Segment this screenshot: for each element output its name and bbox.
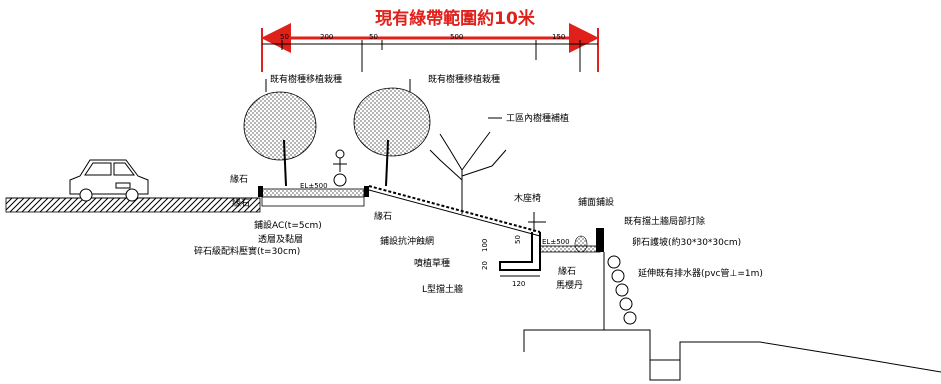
boulder-group — [607, 255, 637, 325]
dim-label-4: 500 — [450, 33, 463, 41]
label-gravel-base: 碎石級配料壓實(t=30cm) — [194, 245, 300, 257]
label-erosion-net: 鋪設抗沖蝕網 — [380, 235, 434, 247]
dim-50: 50 — [514, 235, 522, 244]
tree-icon — [243, 91, 317, 187]
label-l-wall: L型擋土牆 — [422, 283, 463, 295]
label-curb-right: 緣石 — [558, 265, 576, 277]
bare-tree-icon — [429, 131, 507, 214]
gravel-base-layer — [261, 196, 365, 207]
curb-left — [258, 186, 263, 197]
car-icon — [69, 159, 149, 202]
label-paving: 鋪面鋪設 — [578, 196, 614, 208]
shrub-icon — [574, 235, 588, 253]
dim-100: 100 — [481, 239, 489, 252]
label-tree-transplant-left: 既有樹種移植栽種 — [270, 73, 342, 85]
l-retaining-wall — [499, 232, 541, 271]
dim-label-3: 50 — [369, 33, 378, 41]
tree-icon — [353, 87, 431, 187]
label-rock-slope: 卵石護坡(約30*30*30cm) — [632, 236, 741, 248]
dim-label-1: 50 — [280, 33, 289, 41]
paving-surface — [539, 245, 601, 253]
label-wall-remove: 既有擋土牆局部打除 — [624, 215, 705, 227]
label-prime-tack: 透層及黏層 — [258, 233, 303, 245]
wall-top-removed — [596, 228, 604, 252]
label-tree-transplant-right: 既有樹種移植栽種 — [428, 73, 500, 85]
channel-footing — [649, 360, 681, 381]
channel-bed — [523, 329, 941, 373]
label-curb-left-bottom: 緣石 — [232, 197, 250, 209]
label-hydroseeding: 噴植草種 — [414, 257, 450, 269]
label-horse-hoof: 馬櫻丹 — [556, 279, 583, 291]
bench-icon — [528, 212, 546, 232]
slope-erosion-net — [368, 185, 541, 233]
label-drain-extend: 延伸既有排水器(pvc管⊥=1m) — [638, 267, 763, 279]
rock-slope-back — [603, 252, 650, 331]
dim-label-2: 200 — [320, 33, 333, 41]
label-paving-ac: 鋪設AC(t=5cm) — [254, 219, 322, 231]
label-curb-mid: 緣石 — [374, 210, 392, 222]
range-title: 現有綠帶範圍約10米 — [375, 8, 536, 29]
el-left-label: EL±500 — [300, 182, 328, 190]
cyclist-icon — [333, 149, 347, 187]
dim-120: 120 — [512, 280, 525, 288]
label-bench: 木座椅 — [514, 192, 541, 204]
label-worksite-tree: 工區內樹種補植 — [506, 112, 569, 124]
dim-20: 20 — [481, 261, 489, 270]
ac-paving-layer — [261, 188, 365, 198]
label-curb-left-top: 緣石 — [230, 173, 248, 185]
slope-base — [368, 189, 541, 237]
dim-label-5: 150 — [552, 33, 565, 41]
el-right-label: EL±500 — [542, 238, 570, 246]
curb-mid — [364, 186, 369, 197]
